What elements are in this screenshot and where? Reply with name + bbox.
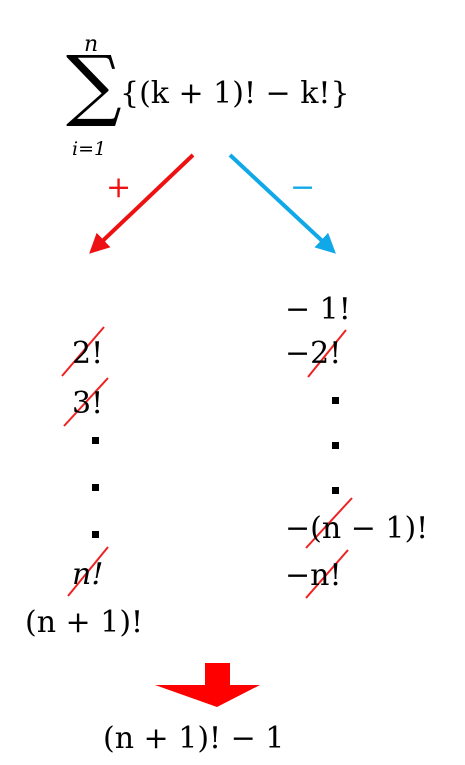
- right-term-minus-2-factorial: −2!: [285, 336, 342, 371]
- left-term-3-factorial: 3!: [72, 386, 104, 421]
- left-ellipsis-dot-3: [92, 531, 99, 538]
- minus-branch-arrow: [228, 153, 336, 254]
- left-term-n-plus-1-factorial: (n + 1)!: [25, 605, 144, 640]
- strike-right-n: [305, 549, 349, 599]
- right-term-minus-n-minus-1-factorial: −(n − 1)!: [285, 511, 429, 546]
- sigma-symbol: ∑: [66, 40, 122, 130]
- right-ellipsis-dot-2: [332, 442, 339, 449]
- result-arrow: [155, 663, 260, 707]
- left-ellipsis-dot-1: [92, 437, 99, 444]
- plus-branch-arrow: [89, 153, 195, 254]
- sum-expression: {(k + 1)! − k!}: [120, 76, 350, 111]
- left-term-n-factorial: n!: [72, 557, 104, 592]
- strike-right-n-1: [305, 497, 353, 549]
- left-ellipsis-dot-2: [92, 484, 99, 491]
- left-term-2-factorial: 2!: [72, 336, 104, 371]
- sum-lower-limit: i=1: [72, 138, 107, 160]
- plus-sign: +: [106, 170, 132, 205]
- right-ellipsis-dot-3: [332, 487, 339, 494]
- strike-left-3: [63, 377, 109, 427]
- right-term-minus-n-factorial: −n!: [285, 558, 342, 593]
- right-ellipsis-dot-1: [332, 397, 339, 404]
- sum-upper-limit: n: [84, 32, 99, 57]
- strike-left-2: [61, 326, 105, 377]
- minus-sign: −: [290, 170, 316, 205]
- strike-left-n: [67, 546, 109, 597]
- strike-right-2: [307, 329, 347, 378]
- result-expression: (n + 1)! − 1: [103, 721, 285, 756]
- right-term-minus-1-factorial: − 1!: [285, 292, 351, 327]
